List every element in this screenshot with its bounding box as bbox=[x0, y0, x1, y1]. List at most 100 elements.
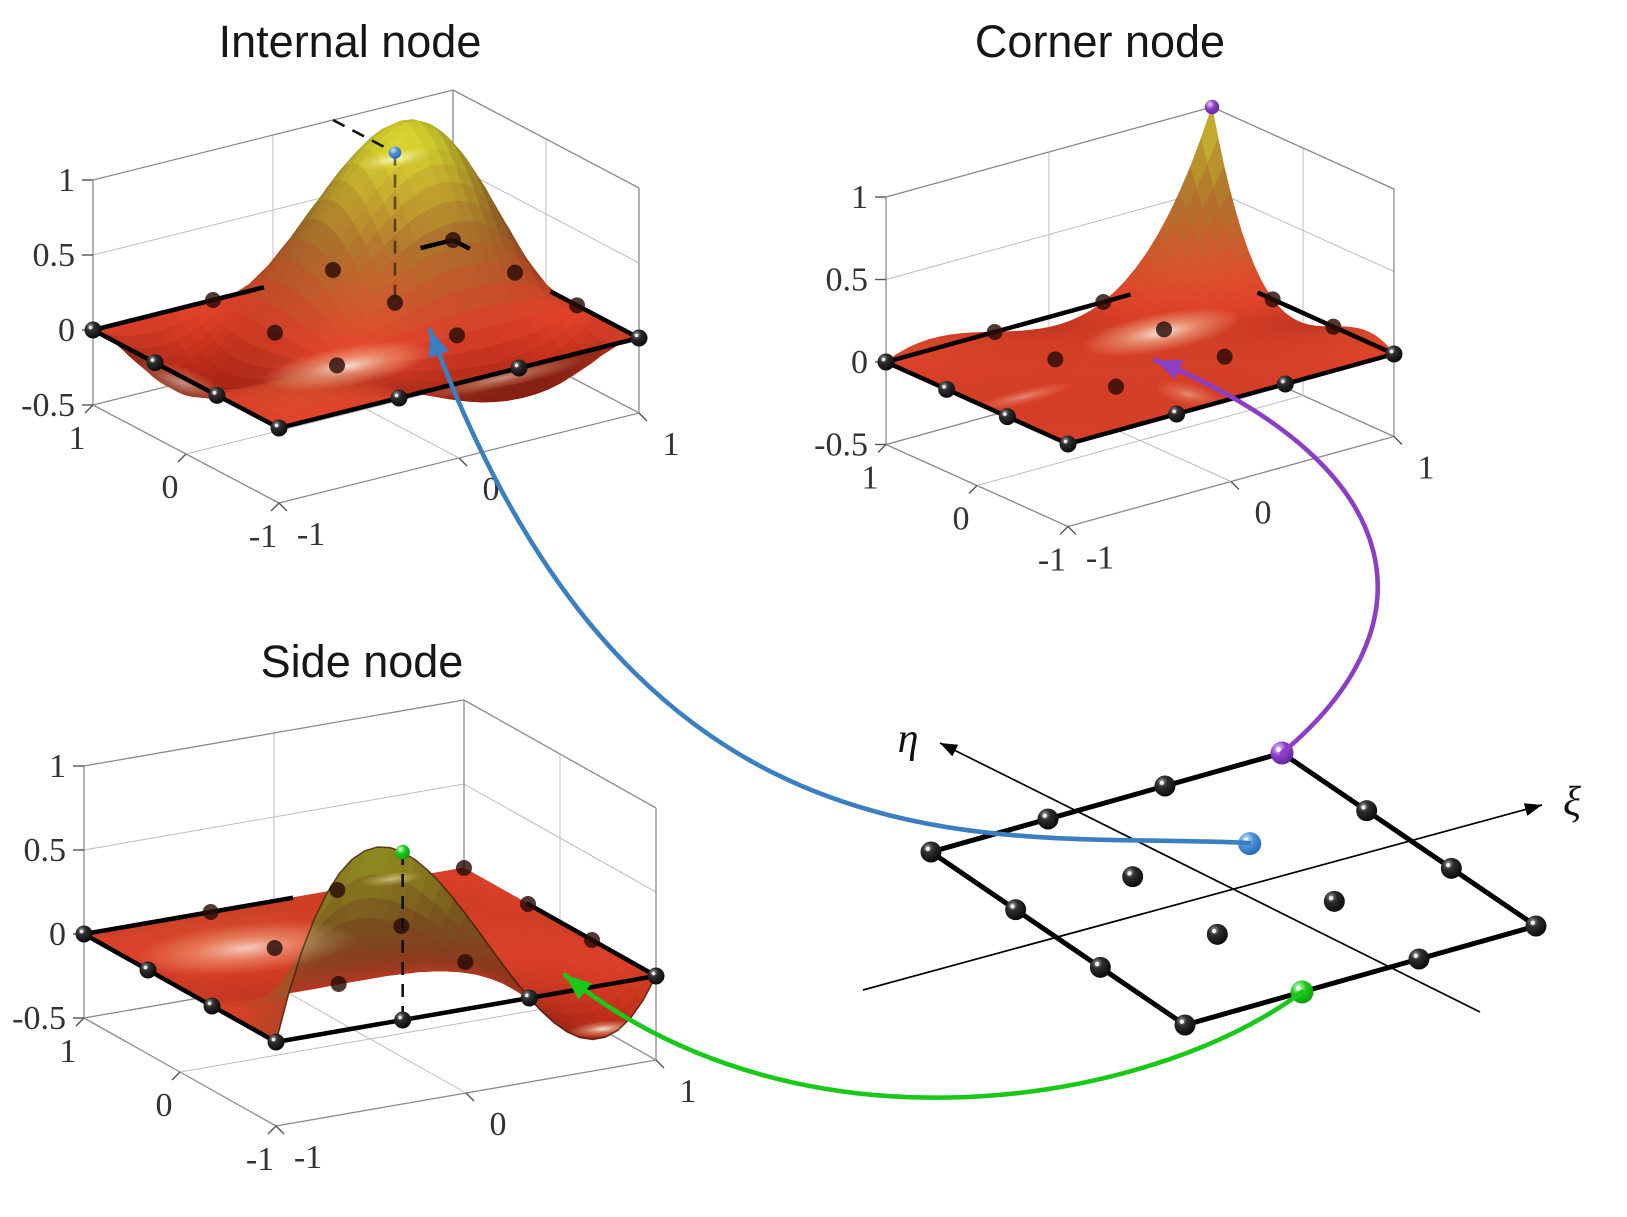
element-node bbox=[146, 354, 164, 372]
y-tick bbox=[75, 1017, 85, 1027]
element-node-dim bbox=[1156, 321, 1172, 338]
x-tick bbox=[275, 1125, 285, 1135]
reference-node bbox=[1122, 866, 1144, 888]
element-node bbox=[394, 1011, 412, 1029]
x-tick bbox=[458, 457, 468, 467]
y-tick-label: 0 bbox=[162, 469, 179, 506]
z-tick-label: 0.5 bbox=[826, 262, 869, 299]
node-glint bbox=[1063, 439, 1068, 444]
panel-title-corner: Corner node bbox=[974, 16, 1226, 67]
node-glint bbox=[514, 363, 519, 368]
reference-node bbox=[1089, 956, 1111, 978]
element-node bbox=[998, 408, 1016, 426]
eta-axis-label: η bbox=[898, 716, 919, 762]
element-node bbox=[208, 386, 226, 404]
z-tick-label: 0.5 bbox=[33, 237, 76, 274]
node-glint bbox=[1328, 895, 1334, 901]
specular-highlight bbox=[135, 920, 357, 976]
element-front-edge bbox=[275, 973, 657, 1045]
element-node bbox=[1059, 435, 1077, 453]
internal-arrow-curve bbox=[427, 327, 1252, 846]
node-glint bbox=[1413, 953, 1418, 959]
specular-highlight bbox=[359, 871, 424, 887]
floor-gridline bbox=[976, 395, 1304, 486]
element-back-edge bbox=[92, 285, 265, 333]
element-node bbox=[1385, 345, 1403, 363]
reference-node bbox=[920, 841, 942, 863]
element-front-edge bbox=[278, 335, 640, 431]
reference-node bbox=[1154, 775, 1176, 797]
eta-axis bbox=[939, 742, 1481, 1013]
floor-gridline bbox=[179, 1005, 561, 1073]
peak-marker-internal bbox=[388, 146, 402, 159]
reference-node bbox=[1323, 890, 1345, 912]
x-tick-label: 0 bbox=[483, 471, 500, 508]
element-node-dim bbox=[1095, 294, 1112, 310]
node-glint bbox=[398, 1015, 402, 1020]
z-tick-label: -0.5 bbox=[21, 387, 75, 424]
z-tick-label: 0 bbox=[49, 916, 66, 953]
node-glint bbox=[925, 846, 930, 851]
element-node bbox=[270, 419, 288, 437]
node-glint bbox=[634, 333, 639, 338]
element-node bbox=[877, 353, 895, 371]
element-node bbox=[520, 989, 538, 1007]
element-front-edge bbox=[549, 289, 641, 340]
node-glint bbox=[1530, 920, 1536, 925]
y-tick-label: 1 bbox=[60, 1033, 77, 1070]
node-glint bbox=[1172, 409, 1176, 414]
node-glint bbox=[942, 385, 946, 389]
y-tick bbox=[270, 502, 280, 512]
node-glint bbox=[207, 1001, 212, 1006]
element-node bbox=[1276, 375, 1294, 393]
x-tick bbox=[1393, 436, 1403, 445]
element-node bbox=[75, 925, 93, 943]
eta-axis-arrowhead bbox=[940, 743, 959, 757]
surface-plot-side: 10.50-0.510-1-101 bbox=[12, 699, 697, 1178]
x-tick bbox=[655, 1059, 665, 1069]
z-tick-label: 0.5 bbox=[24, 832, 67, 869]
element-node-dim bbox=[329, 357, 345, 374]
node-glint bbox=[1389, 349, 1394, 354]
specular-highlight bbox=[1154, 380, 1222, 408]
panel-title-internal: Internal node bbox=[218, 16, 482, 67]
node-glint bbox=[1003, 412, 1007, 416]
y-tick-label: 1 bbox=[862, 460, 879, 497]
box-top-edge bbox=[92, 89, 454, 181]
element-node-dim bbox=[329, 882, 346, 898]
element-front-edge bbox=[82, 932, 278, 1044]
mapping-arrows-layer bbox=[427, 327, 1380, 1100]
y-tick bbox=[1059, 526, 1069, 535]
element-node-dim bbox=[1047, 351, 1064, 368]
y-tick-label: 1 bbox=[69, 420, 86, 457]
element-node bbox=[203, 997, 221, 1015]
reference-node bbox=[1525, 915, 1547, 937]
surface-plot-internal: 10.50-0.510-1-101 bbox=[21, 89, 680, 555]
node-glint bbox=[1276, 747, 1281, 752]
specular-highlight bbox=[132, 359, 231, 406]
element-node-dim bbox=[393, 918, 410, 934]
reference-element: ξη bbox=[862, 716, 1581, 1036]
y-tick bbox=[171, 1071, 181, 1081]
reference-node bbox=[1440, 857, 1462, 879]
element-node-dim bbox=[449, 327, 465, 344]
peak-marker-corner bbox=[1204, 99, 1220, 115]
side-arrow bbox=[562, 972, 1305, 1100]
xi-axis-label: ξ bbox=[1563, 779, 1581, 825]
node-glint bbox=[525, 993, 529, 998]
node-glint bbox=[274, 423, 279, 428]
node-glint bbox=[1296, 986, 1301, 991]
node-glint bbox=[271, 1037, 276, 1042]
node-glint bbox=[1211, 928, 1217, 934]
element-node-dim bbox=[267, 324, 283, 341]
z-tick-label: 0 bbox=[851, 344, 868, 381]
x-tick-label: -1 bbox=[297, 516, 325, 553]
surface-corner bbox=[885, 105, 1395, 445]
element-node-dim bbox=[507, 264, 523, 281]
surface-edge-profile bbox=[275, 846, 657, 1043]
x-tick bbox=[465, 1092, 475, 1102]
x-tick-label: 1 bbox=[663, 426, 680, 463]
node-glint bbox=[1127, 871, 1132, 876]
